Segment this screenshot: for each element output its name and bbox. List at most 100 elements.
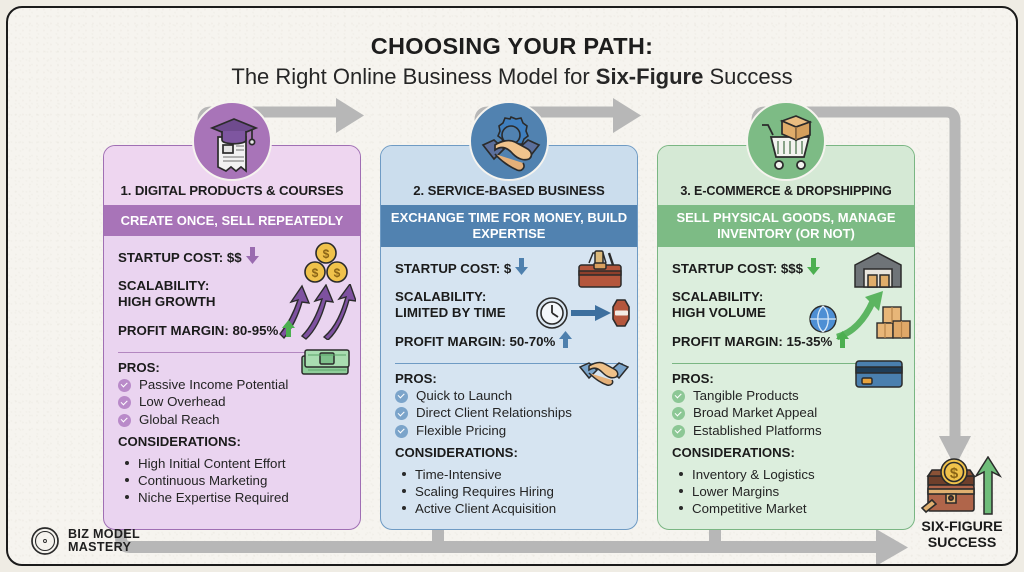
pros-heading: PROS:	[395, 370, 437, 386]
list-item: Lower Margins	[672, 483, 900, 500]
metric-label-line2: HIGH GROWTH	[118, 293, 216, 309]
divider	[395, 362, 623, 364]
list-item: Niche Expertise Required	[118, 489, 346, 506]
pro-text: Passive Income Potential	[139, 376, 289, 392]
lists-group: PROS: Passive Income Potential Low Overh…	[104, 353, 360, 507]
brand-name: BIZ MODEL MASTERY	[68, 526, 140, 555]
brand-logo: BIZ MODEL MASTERY	[30, 526, 140, 556]
pros-heading: PROS:	[672, 370, 714, 386]
subtitle-part-1: The Right Online Business Model for	[231, 64, 596, 89]
card-title: 3. E-COMMERCE & DROPSHIPPING	[680, 184, 892, 198]
badge-service-based	[469, 101, 549, 181]
brand-line2: MASTERY	[68, 540, 132, 554]
pro-text: Flexible Pricing	[416, 422, 507, 438]
considerations-list: Time-Intensive Scaling Requires Hiring A…	[395, 466, 623, 518]
list-item: Passive Income Potential	[118, 376, 346, 393]
pro-text: Broad Market Appeal	[693, 405, 818, 421]
metric-label: PROFIT MARGIN: 80-95%	[118, 323, 279, 339]
metric-label: STARTUP COST: $	[395, 261, 512, 276]
badge-digital-products	[192, 101, 272, 181]
pro-text: Established Platforms	[693, 422, 822, 438]
card-body: STARTUP COST: $$$ SCA	[658, 247, 914, 529]
card-title: 2. SERVICE-BASED BUSINESS	[413, 183, 605, 198]
trend-up-icon	[835, 331, 850, 351]
metric-scalability: SCALABILITY: LIMITED BY TIME	[381, 289, 637, 320]
pro-text: Direct Client Relationships	[416, 405, 572, 421]
check-circle-icon	[395, 407, 408, 421]
card-tagline-band: SELL PHYSICAL GOODS, MANAGE INVENTORY (O…	[658, 205, 914, 247]
pros-list: Tangible Products Broad Market Appeal Es…	[672, 387, 900, 439]
metrics-group: STARTUP COST: $$$ SCA	[658, 247, 914, 388]
check-circle-icon	[672, 424, 685, 438]
list-item: Active Client Acquisition	[395, 500, 623, 517]
infographic-canvas: CHOOSING YOUR PATH: The Right Online Bus…	[6, 6, 1018, 566]
svg-text:$: $	[950, 465, 959, 482]
check-circle-icon	[118, 396, 131, 410]
list-item: Competitive Market	[672, 500, 900, 517]
metric-label: PROFIT MARGIN: 50-70%	[395, 334, 556, 350]
card-body: STARTUP COST: $$ $$$	[104, 236, 360, 529]
list-item: Time-Intensive	[395, 466, 623, 483]
metric-startup-cost: STARTUP COST: $	[381, 258, 637, 278]
metric-scalability: SCALABILITY: HIGH GROWTH	[104, 278, 360, 309]
metrics-group: STARTUP COST: $	[381, 247, 637, 386]
compass-icon	[31, 527, 59, 555]
card-tagline-band: EXCHANGE TIME FOR MONEY, BUILD EXPERTISE	[381, 205, 637, 247]
list-item: Scaling Requires Hiring	[395, 483, 623, 500]
considerations-heading: CONSIDERATIONS:	[672, 444, 795, 460]
list-item: Broad Market Appeal	[672, 404, 900, 421]
goal-six-figure-success: $ SIX-FIGURE SUCCESS	[908, 456, 1016, 552]
list-item: Continuous Marketing	[118, 472, 346, 489]
model-card-digital-products[interactable]: 1. DIGITAL PRODUCTS & COURSES CREATE ONC…	[103, 145, 361, 530]
goal-label: SIX-FIGURE SUCCESS	[908, 519, 1016, 552]
pro-text: Tangible Products	[693, 387, 799, 403]
card-tagline-band: CREATE ONCE, SELL REPEATEDLY	[104, 205, 360, 236]
considerations-heading: CONSIDERATIONS:	[395, 444, 518, 460]
pro-text: Global Reach	[139, 411, 220, 427]
metric-label-line2: HIGH VOLUME	[672, 304, 766, 320]
metric-profit-margin: PROFIT MARGIN: 15-35%	[658, 331, 914, 351]
metric-label-line2: LIMITED BY TIME	[395, 304, 506, 320]
pros-heading: PROS:	[118, 359, 160, 375]
trend-up-icon	[558, 331, 573, 351]
metric-startup-cost: STARTUP COST: $$	[104, 247, 360, 267]
considerations-heading: CONSIDERATIONS:	[118, 433, 241, 449]
check-circle-icon	[672, 407, 685, 421]
pros-list: Passive Income Potential Low Overhead Gl…	[118, 376, 346, 428]
graduation-document-icon	[209, 118, 259, 173]
goal-label-line2: SUCCESS	[927, 534, 997, 551]
metric-label-line1: SCALABILITY:	[395, 289, 487, 305]
model-card-service-based[interactable]: 2. SERVICE-BASED BUSINESS EXCHANGE TIME …	[380, 145, 638, 530]
goal-label-line1: SIX-FIGURE	[921, 519, 1003, 535]
model-card-ecommerce[interactable]: 3. E-COMMERCE & DROPSHIPPING SELL PHYSIC…	[657, 145, 915, 530]
divider	[672, 362, 900, 364]
pro-text: Low Overhead	[139, 394, 226, 410]
pro-text: Quick to Launch	[416, 387, 513, 403]
divider	[118, 351, 346, 353]
list-item: Established Platforms	[672, 422, 900, 439]
metric-profit-margin: PROFIT MARGIN: 50-70%	[381, 331, 637, 351]
metric-label: STARTUP COST: $$$	[672, 261, 804, 276]
metric-label: PROFIT MARGIN: 15-35%	[672, 334, 833, 350]
card-title: 1. DIGITAL PRODUCTS & COURSES	[120, 183, 344, 198]
metrics-group: STARTUP COST: $$ $$$	[104, 236, 360, 375]
lists-group: PROS: Tangible Products Broad Market App…	[658, 364, 914, 518]
trend-up-icon	[281, 320, 296, 340]
check-circle-icon	[395, 389, 408, 403]
trend-down-icon	[245, 247, 260, 267]
lists-group: PROS: Quick to Launch Direct Client Rela…	[381, 364, 637, 518]
list-item: Low Overhead	[118, 393, 346, 410]
shopping-cart-box-icon	[762, 115, 813, 170]
metric-scalability: SCALABILITY: HIGH VOLUME	[658, 289, 914, 320]
metric-label-line1: SCALABILITY:	[672, 289, 764, 305]
trend-down-icon	[514, 258, 529, 278]
brand-line1: BIZ MODEL	[68, 526, 140, 541]
metric-profit-margin: PROFIT MARGIN: 80-95%	[104, 320, 360, 340]
goal-artwork: $	[908, 456, 1016, 518]
subtitle-part-2: Success	[703, 64, 793, 89]
page-title: CHOOSING YOUR PATH:	[370, 33, 654, 59]
considerations-list: High Initial Content Effort Continuous M…	[118, 455, 346, 507]
subtitle-emphasis: Six-Figure	[595, 64, 704, 89]
pros-list: Quick to Launch Direct Client Relationsh…	[395, 387, 623, 439]
list-item: Inventory & Logistics	[672, 466, 900, 483]
